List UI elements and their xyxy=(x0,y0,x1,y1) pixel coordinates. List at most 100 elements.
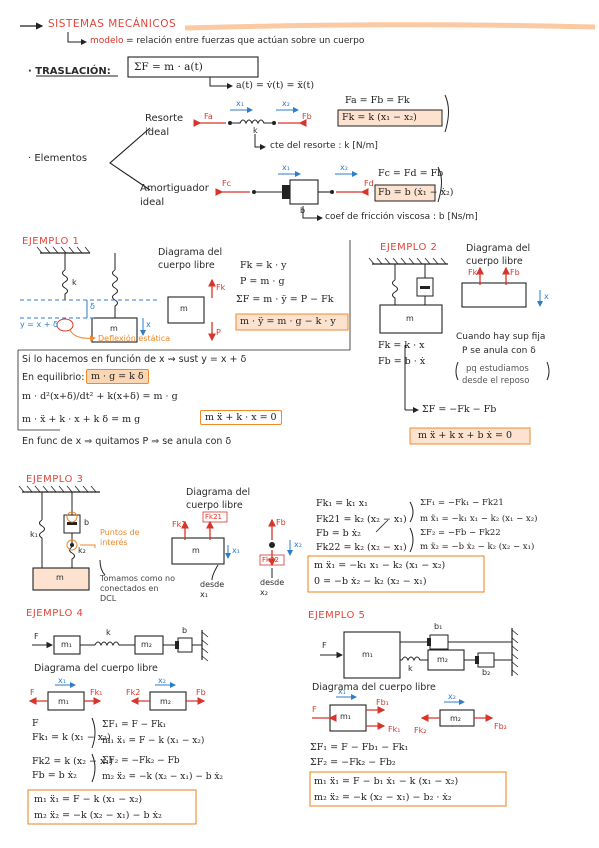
ej2-fk: Fk xyxy=(468,268,478,277)
ej5-mass1 xyxy=(343,631,401,679)
ej2-eq-1: Fk = k · x xyxy=(378,340,425,351)
x2-label: x₂ xyxy=(282,99,290,108)
modelo-text: = relación entre fuerzas que actúan sobr… xyxy=(126,36,365,46)
ej4-box-2: m₂ ẍ₂ = −k (x₂ − x₁) − b ẋ₂ xyxy=(34,810,162,821)
ej3-fk1: Fk1 xyxy=(172,520,187,529)
ej1-deflexion: Deflexión estática xyxy=(98,334,171,343)
fb-label: Fb xyxy=(302,112,312,121)
ej5-eq-2: ΣF₂ = −Fk₂ − Fb₂ xyxy=(310,757,396,768)
ej5-fbd-m1: m₁ xyxy=(340,712,351,721)
x2-label-damper: x₂ xyxy=(340,163,348,172)
ej5-fbd-f: F xyxy=(312,705,317,714)
spring-symbol xyxy=(232,119,272,125)
ej1-diag-title: Diagrama del cuerpo libre xyxy=(158,247,223,271)
resorte-eq1: Fa = Fb = Fk xyxy=(345,95,410,106)
ej3-mass xyxy=(32,567,90,591)
resorte-label: Resorte ideal xyxy=(145,113,184,138)
ej5-f: F xyxy=(322,641,327,650)
ej4-eq-l2: Fk₁ = k (x₁ − x₂) xyxy=(32,732,111,743)
x1-label: x₁ xyxy=(236,99,244,108)
ej3-fb: Fb xyxy=(276,518,286,527)
ej4-box-1: m₁ ẍ₁ = F − k (x₁ − x₂) xyxy=(34,794,143,805)
ej1-eq-2: P = m · g xyxy=(240,276,285,287)
ej1-spring-unloaded xyxy=(62,269,68,300)
ej1-k: k xyxy=(72,278,77,287)
ej4-fbd-fb: Fb xyxy=(196,688,206,697)
ej1-line-2-box: m · g = k δ xyxy=(86,369,149,384)
ej2-x: x xyxy=(544,292,549,301)
ej5-k: k xyxy=(408,664,413,673)
ej2-title: EJEMPLO 2 xyxy=(380,242,438,253)
ej3-eq-l4: Fk22 = k₂ (x₂ − x₁) xyxy=(316,542,407,553)
ej1-mass xyxy=(91,317,138,343)
ej3-fbd-mass xyxy=(171,537,225,565)
ej4-eq-r4: m₂ ẍ₂ = −k (x₂ − x₁) − b ẋ₂ xyxy=(102,772,224,782)
ej1-eq-3: ΣF = m · ÿ = P − Fk xyxy=(236,294,334,305)
ej4-fbd-m2: m₂ xyxy=(160,697,171,706)
ej4-fbd-m1: m₁ xyxy=(58,697,69,706)
elementos-label: · Elementos xyxy=(28,153,88,164)
elementos-bracket xyxy=(109,127,151,191)
ej5-title: EJEMPLO 5 xyxy=(308,610,366,621)
ej2-m: m xyxy=(406,314,414,323)
traslacion-box xyxy=(127,56,259,78)
ej1-y-label: y = x + δ xyxy=(20,320,58,329)
ej3-box-2: 0 = −b ẋ₂ − k₂ (x₂ − x₁) xyxy=(314,576,427,587)
damper-symbol xyxy=(289,179,319,205)
ej2-fbd-mass xyxy=(461,282,527,308)
ej3-desde2: desde x₂ xyxy=(260,578,285,597)
ej1-line-2-label: En equilibrio: xyxy=(22,372,85,383)
ej5-m1: m₁ xyxy=(362,650,373,659)
ej4-eq-r1: ΣF₁ = F − Fk₁ xyxy=(102,720,167,730)
ej1-line-3: m · d²(x+δ)/dt² + k(x+δ) = m · g xyxy=(22,391,178,402)
ej2-note-4: desde el reposo xyxy=(462,376,530,386)
ej3-box-1: m ẍ₁ = −k₁ x₁ − k₂ (x₁ − x₂) xyxy=(314,560,446,571)
resorte-eq2: Fk = k (x₁ − x₂) xyxy=(342,112,417,123)
ej5-box-1: m₁ ẍ₁ = F − b₁ ẋ₁ − k (x₁ − x₂) xyxy=(314,776,459,787)
modelo-label: modelo xyxy=(90,36,124,46)
ej5-m2: m₂ xyxy=(437,655,448,664)
ej4-fbd-x1: x₁ xyxy=(58,676,66,685)
ej2-mass xyxy=(379,304,443,334)
ej3-x2: x₂ xyxy=(294,540,302,549)
fa-label: Fa xyxy=(204,112,213,121)
k-label: k xyxy=(253,126,258,135)
x1-label-damper: x₁ xyxy=(282,163,290,172)
ej3-eq-r4: m ẍ₂ = −b ẋ₂ − k₂ (x₂ − x₁) xyxy=(420,542,535,552)
ej1-line-4: m · ẍ + k · x + k δ = m g xyxy=(22,414,141,425)
ej1-fbd-m: m xyxy=(180,304,188,313)
ej4-eq-r2: m₁ ẍ₁ = F − k (x₁ − x₂) xyxy=(102,736,205,746)
ej5-b1: b₁ xyxy=(434,622,443,631)
ej5-fbd-fb2: Fb₂ xyxy=(494,722,507,731)
ej3-eq-r3: ΣF₂ = −Fb − Fk22 xyxy=(420,528,501,538)
ej4-fbd-fk2: Fk2 xyxy=(126,688,141,697)
ej2-eq-sum: ΣF = −Fk − Fb xyxy=(422,404,497,415)
ej4-fbd-fk1: Fk₁ xyxy=(90,688,103,697)
b-label: b xyxy=(300,206,306,215)
ej1-spring-loaded xyxy=(112,269,118,318)
ej1-x: x xyxy=(146,320,151,329)
ej1-line-1: Si lo hacemos en función de x ⇝ sust y =… xyxy=(22,354,247,365)
fc-label: Fc xyxy=(222,179,231,188)
ej1-eq-1: Fk = k · y xyxy=(240,260,287,271)
traslacion-eq-sub: a(t) = v̇(t) = ẍ(t) xyxy=(236,80,315,91)
ej5-eq-1: ΣF₁ = F − Fb₁ − Fk₁ xyxy=(310,742,409,753)
ej3-diag-title: Diagrama del cuerpo libre xyxy=(186,487,251,511)
ej3-b: b xyxy=(84,518,90,527)
traslacion-eq-main: ΣF = m · a(t) xyxy=(134,61,203,73)
ej4-k: k xyxy=(106,628,111,637)
ej4-f: F xyxy=(34,632,39,641)
ej4-eq-l1: F xyxy=(32,718,39,729)
resorte-const: cte del resorte : k [N/m] xyxy=(270,141,378,151)
ej1-title: EJEMPLO 1 xyxy=(22,236,80,247)
ej3-eq-l1: Fk₁ = k₁ x₁ xyxy=(316,498,368,509)
ej5-b2: b₂ xyxy=(482,668,491,677)
ej3-eq-r1: ΣF₁ = −Fk₁ − Fk21 xyxy=(420,498,504,508)
ej3-puntos: Puntos de interés xyxy=(100,528,140,547)
ej5-fbd-x2: x₂ xyxy=(448,692,456,701)
ej1-eq-box: m · ÿ = m · g − k · y xyxy=(240,316,336,327)
fd-label: Fd xyxy=(364,179,374,188)
ej2-note-1: Cuando hay sup fija xyxy=(456,332,546,342)
ej5-fbd-fk2: Fk₂ xyxy=(414,726,427,735)
